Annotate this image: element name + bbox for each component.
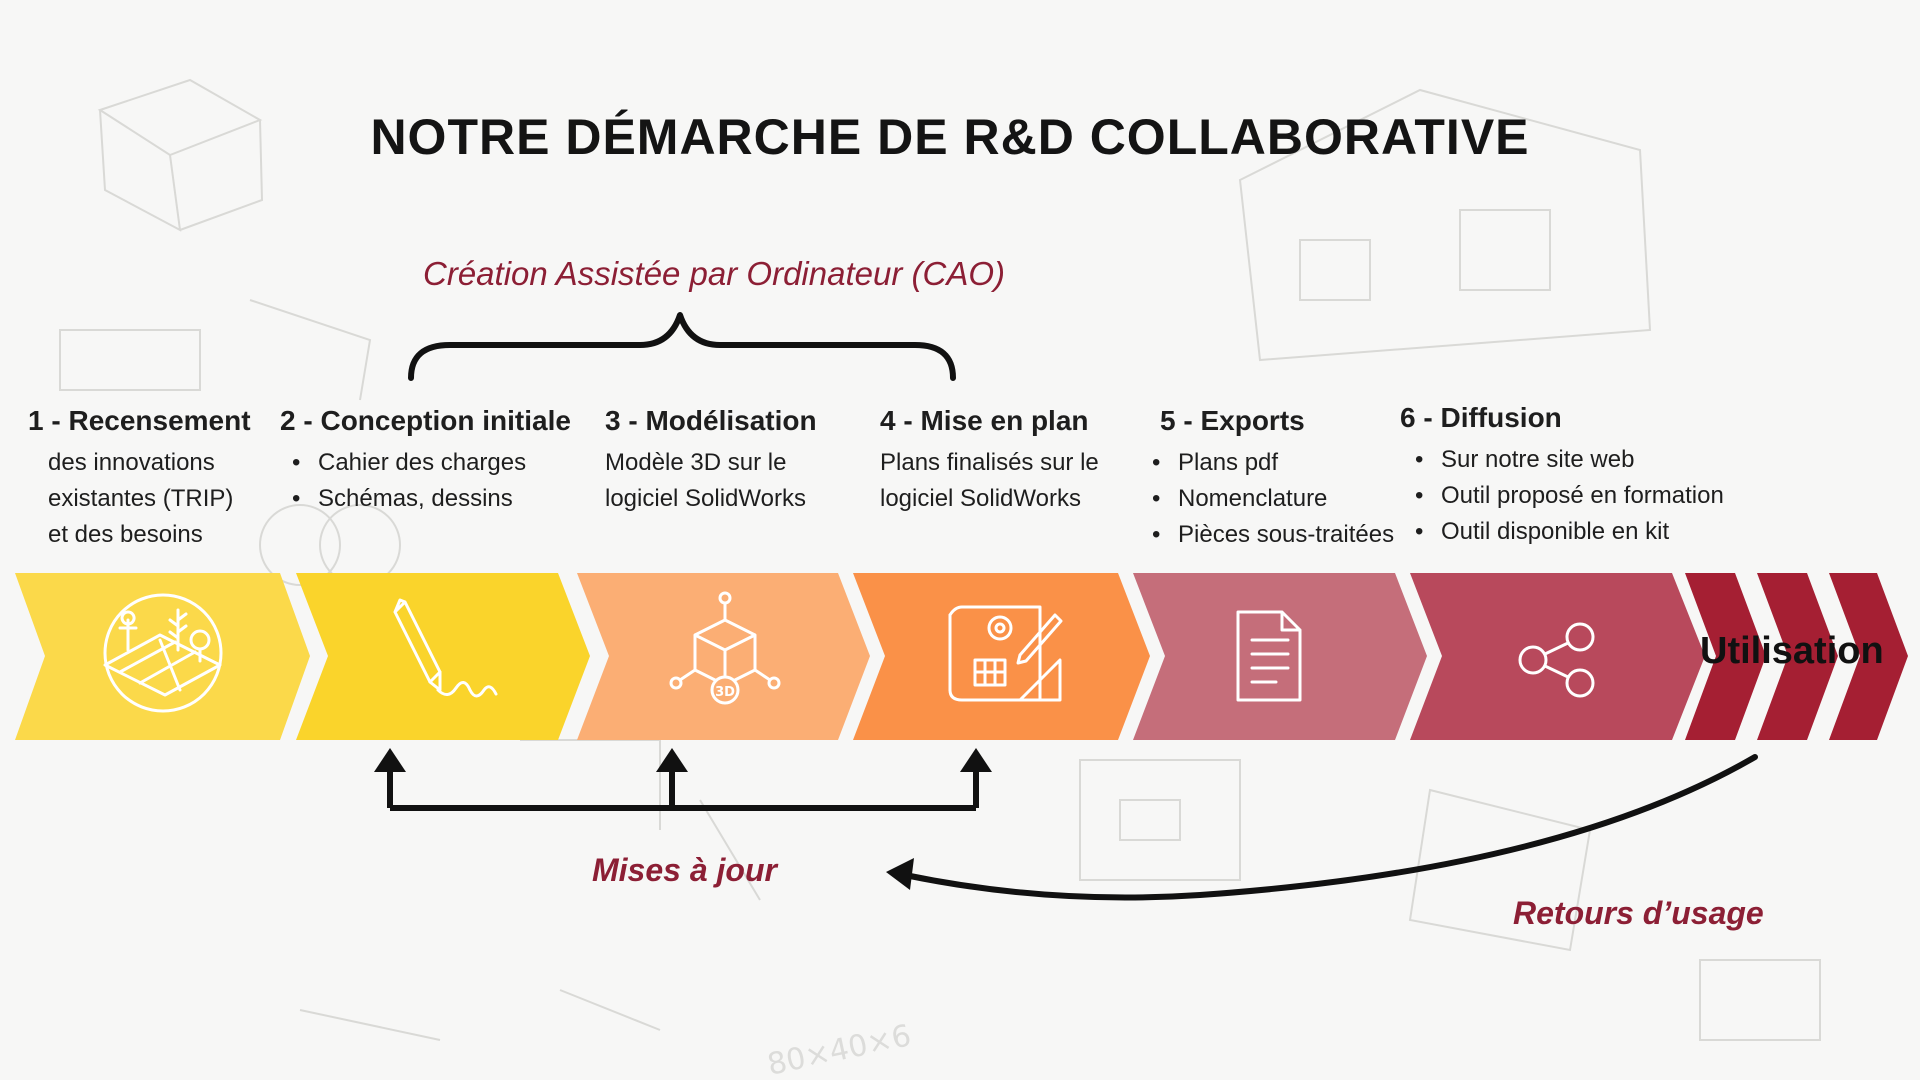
utilisation-label: Utilisation (1700, 630, 1884, 672)
step-5-number: 5 - (1160, 405, 1193, 436)
step-6-name: Diffusion (1440, 402, 1562, 433)
utilisation-stripe (1685, 573, 1766, 740)
step-2-bullet: Schémas, dessins (292, 481, 571, 517)
step-1-line: des innovations (48, 449, 215, 476)
step-5-name: Exports (1200, 405, 1305, 436)
step-5-bullet: Pièces sous-traitées (1152, 517, 1394, 553)
step-4-line: logiciel SolidWorks (880, 485, 1081, 512)
step-6-text: 6 - Diffusion Sur notre site web Outil p… (1400, 402, 1724, 550)
step-1-line: et des besoins (48, 521, 203, 548)
step-5-bullet: Plans pdf (1152, 445, 1394, 481)
usage-feedback-label: Retours d’usage (1513, 895, 1764, 931)
step-2-text: 2 - Conception initiale Cahier des charg… (280, 405, 571, 517)
step-1-number: 1 - (28, 405, 61, 436)
step-5-title: 5 - Exports (1160, 405, 1394, 437)
step-4-text: 4 - Mise en plan Plans finalisés sur le … (880, 405, 1099, 517)
step-3-text: 3 - Modélisation Modèle 3D sur le logici… (605, 405, 817, 517)
step-3-title: 3 - Modélisation (605, 405, 817, 437)
step-1-title: 1 - Recensement (28, 405, 251, 437)
step-5-text: 5 - Exports Plans pdf Nomenclature Pièce… (1160, 405, 1394, 553)
step-3-description: Modèle 3D sur le logiciel SolidWorks (605, 445, 817, 517)
step-2-bullet: Cahier des charges (292, 445, 571, 481)
step-6-bullet: Sur notre site web (1415, 442, 1724, 478)
step-6-bullets: Sur notre site web Outil proposé en form… (1415, 442, 1724, 550)
step-1-chevron (15, 573, 310, 740)
step-6-number: 6 - (1400, 402, 1433, 433)
step-2-title: 2 - Conception initiale (280, 405, 571, 437)
farm-icon (103, 593, 223, 713)
updates-arrowheads (374, 748, 992, 772)
step-4-name: Mise en plan (920, 405, 1089, 436)
utilisation-stripe (1757, 573, 1838, 740)
step-3-number: 3 - (605, 405, 638, 436)
blueprint-icon (948, 605, 1063, 702)
svg-text:3D: 3D (715, 685, 735, 700)
step-3-line: Modèle 3D sur le (605, 449, 787, 476)
step-3-line: logiciel SolidWorks (605, 485, 806, 512)
share-icon (1518, 622, 1595, 698)
step-4-number: 4 - (880, 405, 913, 436)
step-1-text: 1 - Recensement des innovations existant… (28, 405, 251, 553)
cao-label: Création Assistée par Ordinateur (CAO) (423, 255, 1005, 292)
step-2-chevron (296, 573, 590, 740)
step-1-line: existantes (TRIP) (48, 485, 234, 512)
step-1-name: Recensement (68, 405, 251, 436)
usage-feedback-curve (902, 754, 1758, 901)
step-6-bullet: Outil proposé en formation (1415, 478, 1724, 514)
step-1-description: des innovations existantes (TRIP) et des… (48, 445, 251, 553)
step-6-bullet: Outil disponible en kit (1415, 514, 1724, 550)
step-2-number: 2 - (280, 405, 313, 436)
3d-cube-icon (669, 591, 781, 705)
step-4-title: 4 - Mise en plan (880, 405, 1099, 437)
step-5-bullet: Nomenclature (1152, 481, 1394, 517)
document-icon (1236, 610, 1302, 702)
pencil-icon (393, 598, 498, 698)
step-4-description: Plans finalisés sur le logiciel SolidWor… (880, 445, 1099, 517)
page-title: NOTRE DÉMARCHE DE R&D COLLABORATIVE (370, 109, 1530, 165)
usage-feedback-arrowhead (886, 858, 914, 890)
updates-arrows (387, 770, 979, 811)
step-4-line: Plans finalisés sur le (880, 449, 1099, 476)
utilisation-stripe (1829, 573, 1908, 740)
updates-label: Mises à jour (592, 852, 777, 888)
step-4-chevron (853, 573, 1150, 740)
utilisation-stripes (1685, 573, 1908, 740)
step-2-bullets: Cahier des charges Schémas, dessins (292, 445, 571, 517)
step-6-chevron (1410, 573, 1705, 740)
step-6-title: 6 - Diffusion (1400, 402, 1724, 434)
step-5-chevron (1133, 573, 1427, 740)
step-5-bullets: Plans pdf Nomenclature Pièces sous-trait… (1152, 445, 1394, 553)
step-3-name: Modélisation (645, 405, 817, 436)
step-2-name: Conception initiale (320, 405, 571, 436)
